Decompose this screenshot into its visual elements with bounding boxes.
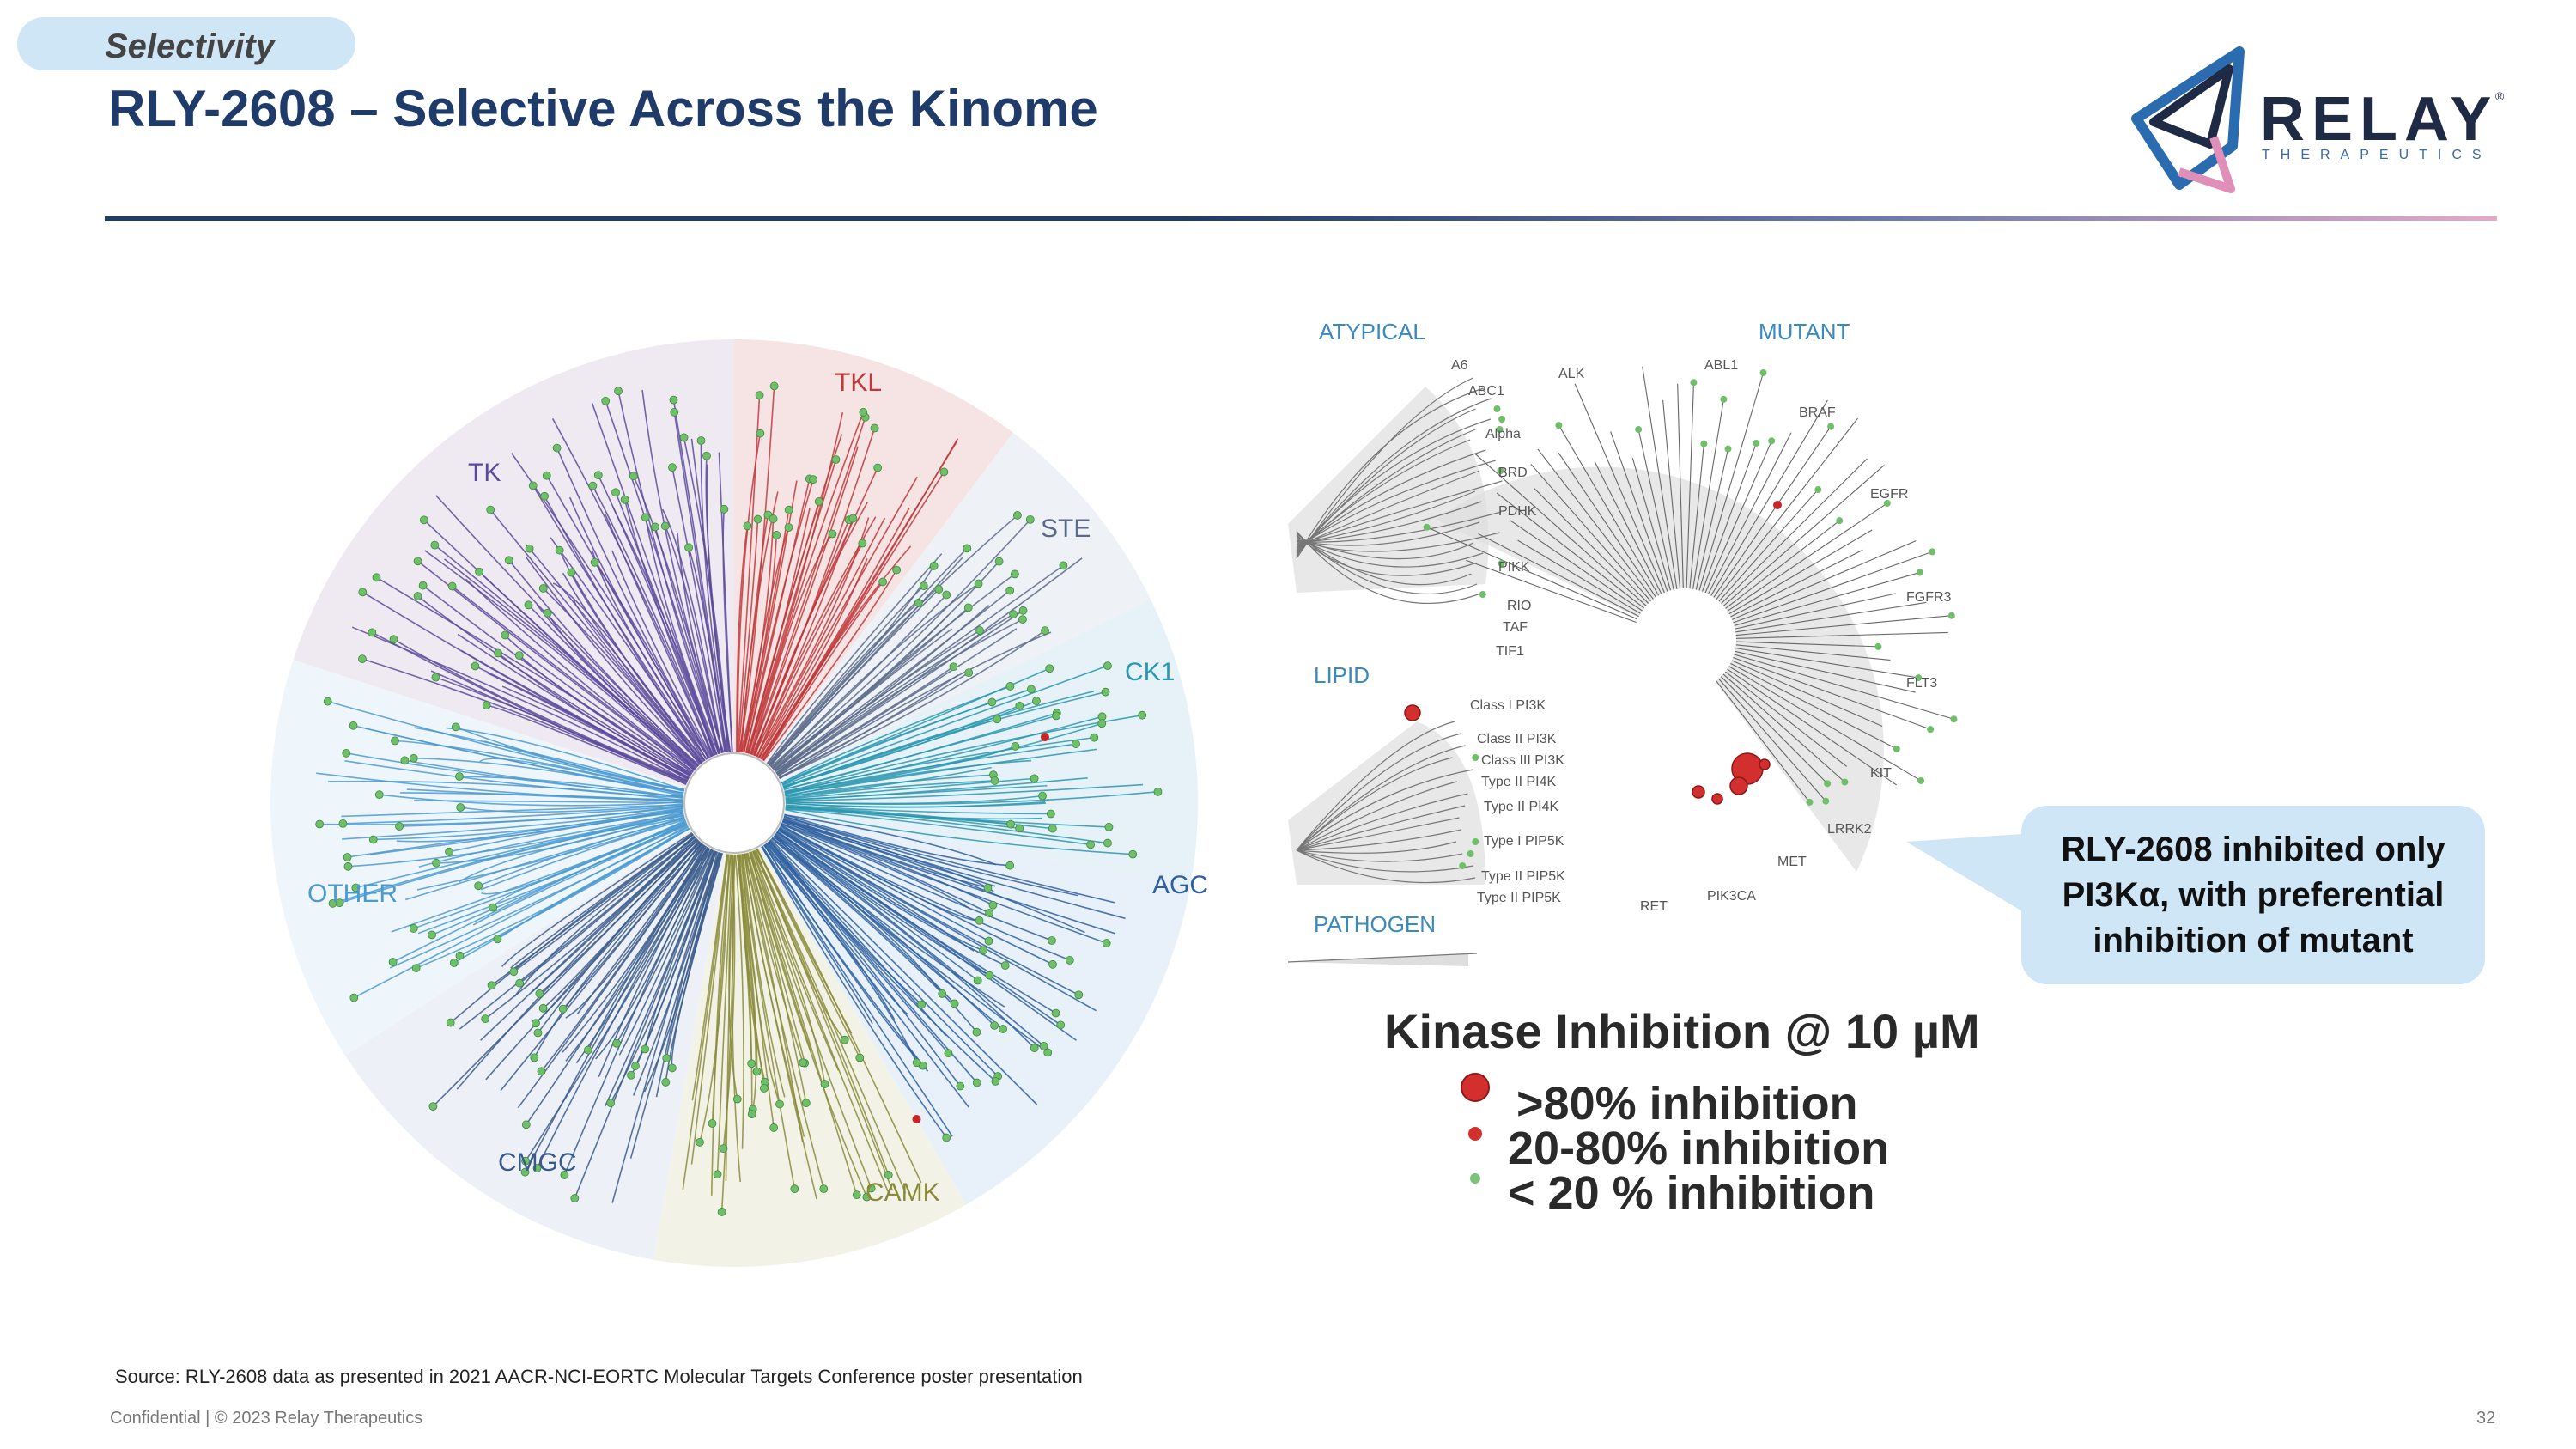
lipid-family-label: Class II PI3K xyxy=(1477,732,1557,746)
lipid-family-label: Type II PIP5K xyxy=(1477,891,1561,905)
mutant-family-label: ALK xyxy=(1558,367,1585,381)
mutant-family-label: MET xyxy=(1777,855,1807,869)
section-label-mutant: MUTANT xyxy=(1759,319,1850,344)
source-note: Source: RLY-2608 data as presented in 20… xyxy=(115,1366,1083,1387)
atypical-family-label: A6 xyxy=(1451,358,1468,373)
legend-item-mid: 20-80% inhibition xyxy=(1508,1123,1890,1174)
mutant-family-label: KIT xyxy=(1870,766,1892,781)
section-tag: Selectivity xyxy=(17,17,355,70)
group-label-other: OTHER xyxy=(307,880,398,908)
legend-dot-high xyxy=(1461,1073,1490,1102)
callout-box: RLY-2608 inhibited only PI3Kα, with pref… xyxy=(2021,806,2485,984)
group-label-agc: AGC xyxy=(1152,871,1208,899)
section-label-lipid: LIPID xyxy=(1314,662,1370,688)
logo-wordmark: RELAY xyxy=(2260,85,2499,154)
mutant-family-label: RET xyxy=(1640,899,1668,914)
pik3ca-inhibition-dot xyxy=(1711,793,1723,805)
lipid-family-label: Class I PI3K xyxy=(1470,698,1546,713)
logo-registered-mark: ® xyxy=(2495,89,2505,103)
legend-title: Kinase Inhibition @ 10 µM xyxy=(1384,1004,1980,1058)
relay-logo-mark xyxy=(2131,46,2245,193)
section-tag-label: Selectivity xyxy=(105,27,275,65)
logo-tagline: THERAPEUTICS xyxy=(2262,148,2492,162)
lipid-family-label: Type II PI4K xyxy=(1481,775,1556,789)
lipid-family-label: Type II PI4K xyxy=(1484,800,1558,814)
atypical-family-label: RIO xyxy=(1507,599,1531,613)
atypical-family-label: PIKK xyxy=(1498,560,1530,575)
mutant-family-label: BRAF xyxy=(1799,405,1836,420)
sector-agc xyxy=(734,803,1191,1205)
lipid-family-label: Type I PIP5K xyxy=(1484,834,1564,849)
pik3ca-inhibition-dot xyxy=(1759,758,1771,770)
atypical-family-label: PDHK xyxy=(1498,504,1537,519)
header-divider xyxy=(105,216,2497,221)
lipid-pi3k-dot xyxy=(1404,704,1421,721)
sector-other xyxy=(270,660,734,1056)
lipid-family-label: Class III PI3K xyxy=(1481,753,1564,768)
mutant-family-label: ABL1 xyxy=(1704,358,1738,373)
section-label-pathogen: PATHOGEN xyxy=(1314,911,1436,937)
pik3ca-inhibition-dot xyxy=(1729,776,1748,795)
atypical-family-label: ABC1 xyxy=(1468,384,1504,399)
mutant-family-label: PIK3CA xyxy=(1707,889,1756,904)
mutant-family-label: EGFR xyxy=(1870,487,1908,502)
group-label-tkl: TKL xyxy=(835,368,882,397)
callout-pointer xyxy=(1906,833,2035,919)
mutant-family-label: FLT3 xyxy=(1906,676,1937,691)
group-label-cmgc: CMGC xyxy=(498,1148,577,1177)
section-label-atypical: ATYPICAL xyxy=(1319,319,1425,344)
group-label-tk: TK xyxy=(468,459,501,487)
lipid-family-label: Type II PIP5K xyxy=(1481,869,1565,884)
pik3ca-inhibition-dot xyxy=(1692,785,1705,799)
legend-item-low: < 20 % inhibition xyxy=(1508,1167,1875,1219)
group-label-ck1: CK1 xyxy=(1125,658,1175,686)
confidential-footer: Confidential | © 2023 Relay Therapeutics xyxy=(110,1409,423,1428)
atypical-family-label: Alpha xyxy=(1485,427,1521,441)
atypical-family-label: BRD xyxy=(1498,466,1528,480)
mutant-family-label: LRRK2 xyxy=(1827,822,1872,837)
legend-item-high: >80% inhibition xyxy=(1516,1078,1858,1129)
atypical-family-label: TAF xyxy=(1503,620,1528,635)
legend-dot-low xyxy=(1470,1173,1480,1184)
page-title: RLY-2608 – Selective Across the Kinome xyxy=(108,80,1098,137)
group-label-ste: STE xyxy=(1041,514,1091,543)
atypical-family-label: TIF1 xyxy=(1496,644,1524,659)
callout-text: RLY-2608 inhibited only PI3Kα, with pref… xyxy=(2061,830,2445,959)
page-number: 32 xyxy=(2476,1409,2496,1428)
group-label-camk: CAMK xyxy=(866,1178,940,1207)
legend-dots xyxy=(1461,1073,1490,1184)
legend-dot-mid xyxy=(1468,1127,1482,1141)
mutant-family-label: FGFR3 xyxy=(1906,590,1952,605)
